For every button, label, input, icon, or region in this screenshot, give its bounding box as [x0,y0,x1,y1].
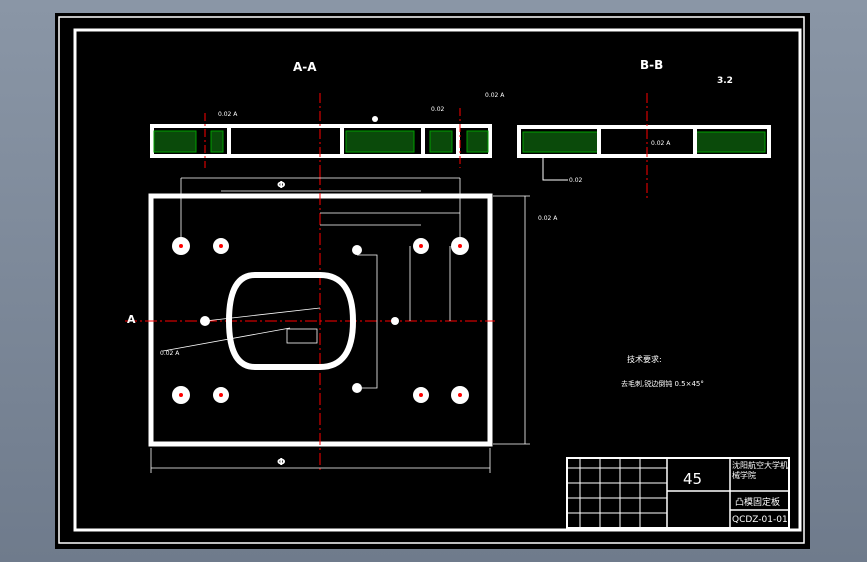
cad-viewport[interactable]: A-A B-B 3.2 0.02 A 0.02 0.02 A [55,13,810,549]
dimension-bolt-span: Φ [277,180,286,191]
title-block-part-name: 凸模固定板 [735,498,781,508]
drawing-inner-frame [73,28,802,532]
tech-req-heading: 技术要求: [627,354,662,364]
cad-drawing: A-A B-B 3.2 0.02 A 0.02 0.02 A [58,16,805,544]
section-b-label: B-B [640,58,663,72]
title-block-material: 45 [683,470,703,488]
dimension-overall-width: Φ [277,457,286,468]
callout-plate-left: 0.02 A [160,350,180,357]
tech-req-text: 去毛刺,锐边倒钝 0.5×45° [621,379,704,388]
callout-right-section: 0.02 A [651,140,671,147]
callout-top-mid-1: 0.02 [431,106,445,113]
section-a-view [150,93,492,183]
section-a-label: A-A [293,60,317,74]
callout-plate-right: 0.02 A [538,215,558,222]
roughness-note: 3.2 [717,76,733,86]
callout-right-section-low: 0.02 [569,177,583,184]
title-block-drawing-number: QCDZ-01-01 [732,515,788,525]
callout-top-left: 0.02 A [218,111,238,118]
main-plate-view [125,173,530,473]
section-b-view [517,93,771,198]
callout-top-mid-2: 0.02 A [485,92,505,99]
title-block-school: 沈阳航空大学机械学院 [732,461,788,480]
title-block [566,457,790,529]
drawing-outer-frame [58,16,805,544]
dimension-height-label: A [127,313,136,326]
